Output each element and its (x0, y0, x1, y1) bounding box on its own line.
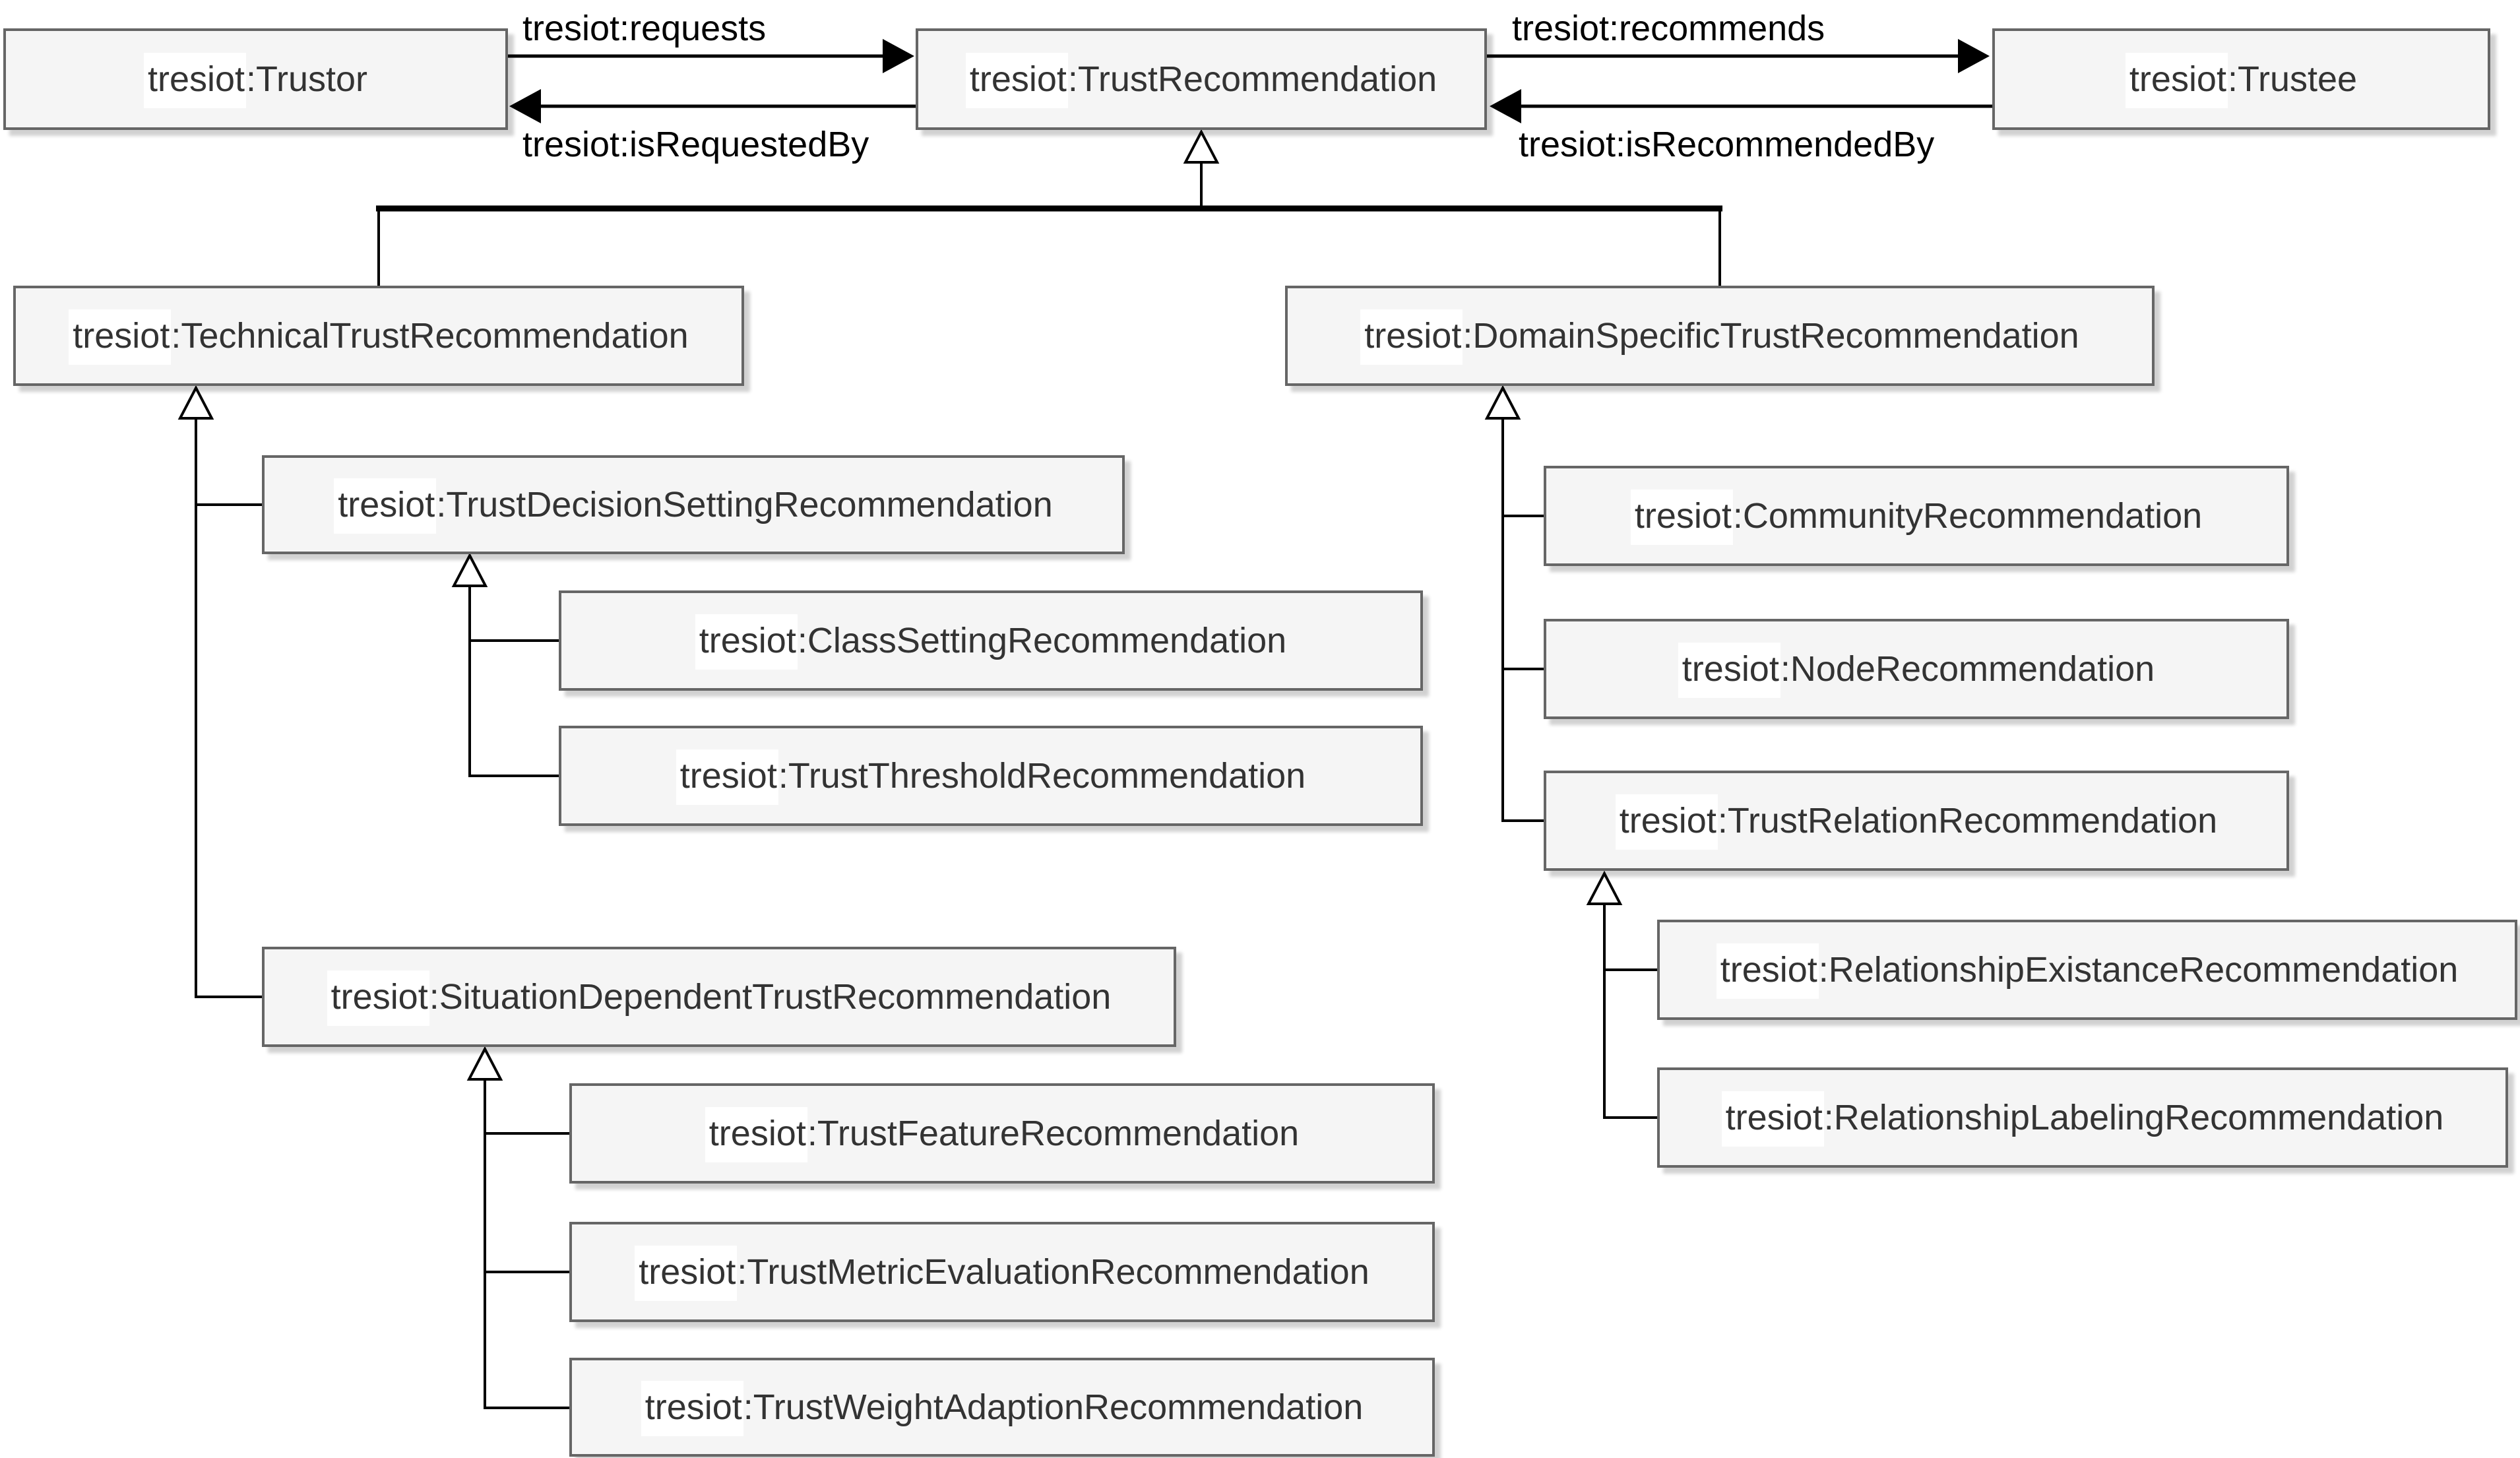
class-label: tresiot:NodeRecommendation (1678, 643, 2155, 698)
hollow-triangle-icon (1183, 129, 1220, 164)
association-is-requested-by (509, 89, 917, 123)
class-label: tresiot:TrustMetricEvaluationRecommendat… (635, 1246, 1370, 1301)
class-label: tresiot:TrustRelationRecommendation (1615, 794, 2217, 850)
class-box-trustor: tresiot:Trustor (3, 28, 508, 130)
class-label: tresiot:TrustDecisionSettingRecommendati… (334, 478, 1053, 534)
class-label: tresiot:TrustThresholdRecommendation (676, 749, 1306, 805)
class-label: tresiot:Trustor (143, 53, 367, 108)
class-box-trust-threshold-recommendation: tresiot:TrustThresholdRecommendation (559, 726, 1423, 826)
class-box-trust-weight-adaption-recommendation: tresiot:TrustWeightAdaptionRecommendatio… (569, 1358, 1435, 1457)
class-box-domain-specific-trust-recommendation: tresiot:DomainSpecificTrustRecommendatio… (1285, 286, 2155, 386)
association-requests (508, 39, 914, 73)
class-box-node-recommendation: tresiot:NodeRecommendation (1544, 619, 2289, 719)
class-label: tresiot:TrustRecommendation (965, 53, 1437, 108)
class-box-trust-metric-evaluation-recommendation: tresiot:TrustMetricEvaluationRecommendat… (569, 1222, 1435, 1322)
generalization-technical (177, 385, 263, 998)
arrowhead-left-icon (1490, 89, 1521, 123)
hollow-triangle-icon (1586, 870, 1623, 905)
association-is-recommended-by (1490, 89, 1994, 123)
generalization-trust-relation (1586, 870, 1658, 1119)
generalization-domain-specific (1484, 385, 1545, 822)
class-label: tresiot:DomainSpecificTrustRecommendatio… (1360, 309, 2079, 365)
class-box-class-setting-recommendation: tresiot:ClassSettingRecommendation (559, 590, 1423, 691)
class-label: tresiot:CommunityRecommendation (1630, 490, 2202, 545)
class-label: tresiot:TrustWeightAdaptionRecommendatio… (641, 1381, 1363, 1436)
class-label: tresiot:TechnicalTrustRecommendation (69, 309, 689, 365)
arrowhead-right-icon (883, 39, 914, 73)
edge-label-is-requested-by: tresiot:isRequestedBy (520, 124, 872, 165)
association-recommends (1487, 39, 1990, 73)
class-label: tresiot:TrustFeatureRecommendation (705, 1107, 1299, 1162)
hollow-triangle-icon (466, 1046, 503, 1081)
class-label: tresiot:SituationDependentTrustRecommend… (327, 970, 1111, 1026)
class-label: tresiot:RelationshipLabelingRecommendati… (1721, 1091, 2443, 1147)
generalization-decision-setting (451, 552, 560, 777)
class-box-community-recommendation: tresiot:CommunityRecommendation (1544, 466, 2289, 566)
edge-label-requests: tresiot:requests (520, 8, 769, 49)
generalization-situation-dependent (466, 1046, 571, 1409)
arrowhead-left-icon (509, 89, 541, 123)
class-box-trust-relation-recommendation: tresiot:TrustRelationRecommendation (1544, 771, 2289, 871)
hollow-triangle-icon (1484, 385, 1521, 420)
arrowhead-right-icon (1958, 39, 1990, 73)
class-box-trust-decision-setting-recommendation: tresiot:TrustDecisionSettingRecommendati… (262, 455, 1125, 554)
hollow-triangle-icon (177, 385, 214, 420)
edge-label-recommends: tresiot:recommends (1509, 8, 1828, 49)
hollow-triangle-icon (451, 552, 488, 587)
class-label: tresiot:RelationshipExistanceRecommendat… (1716, 943, 2458, 999)
class-label: tresiot:ClassSettingRecommendation (695, 614, 1286, 670)
class-box-relationship-existance-recommendation: tresiot:RelationshipExistanceRecommendat… (1657, 920, 2517, 1020)
generalization-root (376, 129, 1722, 287)
edge-label-is-recommended-by: tresiot:isRecommendedBy (1516, 124, 1937, 165)
class-box-situation-dependent-trust-recommendation: tresiot:SituationDependentTrustRecommend… (262, 947, 1176, 1047)
class-box-technical-trust-recommendation: tresiot:TechnicalTrustRecommendation (13, 286, 744, 386)
class-box-trustee: tresiot:Trustee (1992, 28, 2490, 130)
class-box-trust-recommendation: tresiot:TrustRecommendation (916, 28, 1487, 130)
class-label: tresiot:Trustee (2125, 53, 2357, 108)
class-box-relationship-labeling-recommendation: tresiot:RelationshipLabelingRecommendati… (1657, 1067, 2508, 1168)
class-box-trust-feature-recommendation: tresiot:TrustFeatureRecommendation (569, 1083, 1435, 1184)
